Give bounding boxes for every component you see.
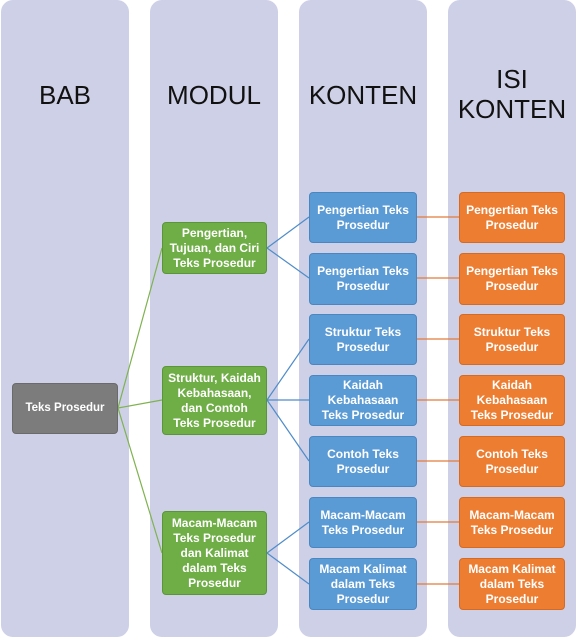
konten-node-2: Pengertian Teks Prosedur: [309, 253, 417, 305]
connector-modul3-konten6: [266, 521, 310, 554]
connector-bab-modul-3: [117, 407, 163, 554]
column-title-modul: MODUL: [167, 80, 261, 110]
modul-konten-connectors: [266, 216, 310, 585]
isi-konten-node-4: Kaidah Kebahasaan Teks Prosedur: [459, 375, 565, 426]
konten-node-4: Kaidah Kebahasaan Teks Prosedur: [309, 375, 417, 426]
konten-node-5: Contoh Teks Prosedur: [309, 436, 417, 487]
connector-modul3-konten7: [266, 552, 310, 585]
konten-node-7: Macam Kalimat dalam Teks Prosedur: [309, 558, 417, 610]
konten-isi-connectors: [417, 216, 459, 585]
column-bab: BAB: [1, 0, 129, 637]
connector-modul1-konten1: [266, 216, 310, 249]
connector-bab-modul-2: [117, 399, 163, 409]
isi-konten-node-1: Pengertian Teks Prosedur: [459, 192, 565, 243]
column-title-isi-konten: ISI KONTEN: [457, 64, 567, 124]
connector-modul2-konten5: [266, 399, 310, 462]
modul-node-3: Macam-Macam Teks Prosedur dan Kalimat da…: [162, 511, 267, 595]
isi-konten-node-7: Macam Kalimat dalam Teks Prosedur: [459, 558, 565, 610]
bab-modul-connectors: [117, 247, 163, 554]
modul-node-1: Pengertian, Tujuan, dan Ciri Teks Prosed…: [162, 222, 267, 274]
column-title-bab: BAB: [38, 80, 92, 110]
connector-modul1-konten2: [266, 247, 310, 279]
connector-modul2-konten3: [266, 338, 310, 401]
isi-konten-node-2: Pengertian Teks Prosedur: [459, 253, 565, 305]
isi-konten-node-5: Contoh Teks Prosedur: [459, 436, 565, 487]
bab-node: Teks Prosedur: [12, 383, 118, 434]
modul-node-2: Struktur, Kaidah Kebahasaan, dan Contoh …: [162, 366, 267, 435]
isi-konten-node-3: Struktur Teks Prosedur: [459, 314, 565, 365]
konten-node-1: Pengertian Teks Prosedur: [309, 192, 417, 243]
konten-node-6: Macam-Macam Teks Prosedur: [309, 497, 417, 548]
connector-bab-modul-1: [117, 247, 163, 409]
column-title-konten: KONTEN: [308, 80, 418, 110]
isi-konten-node-6: Macam-Macam Teks Prosedur: [459, 497, 565, 548]
konten-node-3: Struktur Teks Prosedur: [309, 314, 417, 365]
